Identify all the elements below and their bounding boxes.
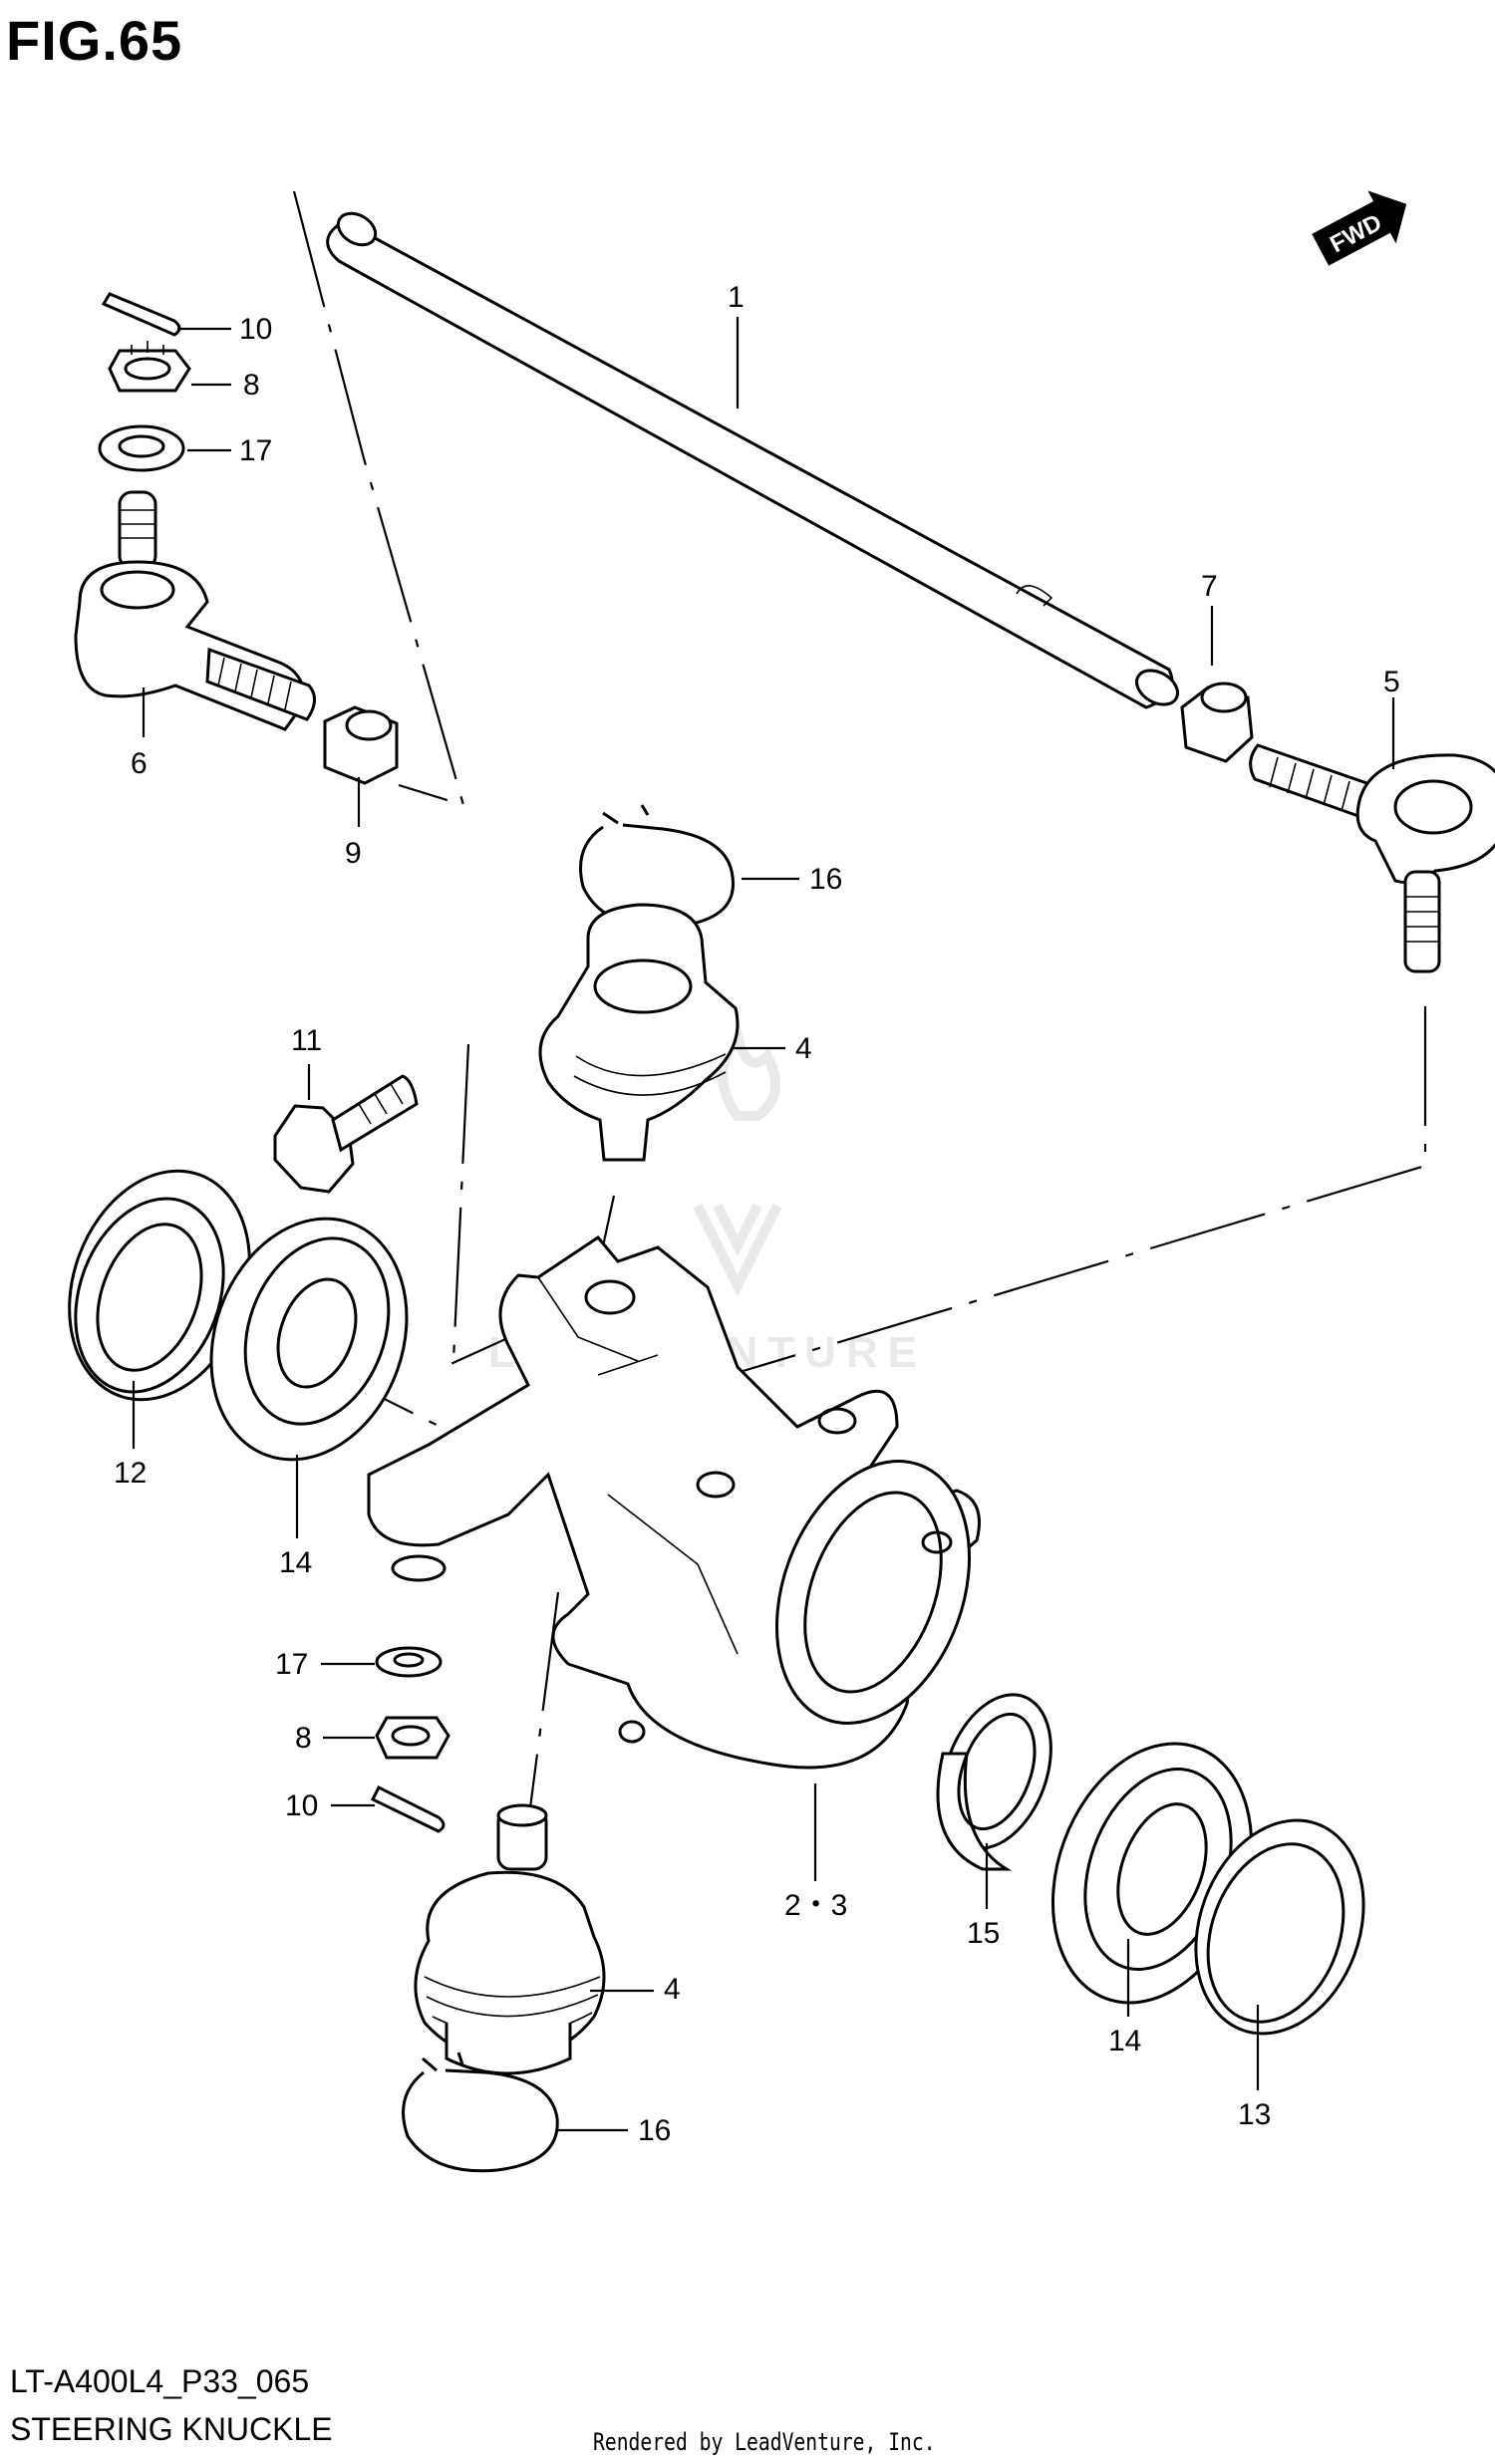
washer-lower [375, 1646, 443, 1678]
callout-13: 13 [1238, 2098, 1271, 2131]
callout-7: 7 [1201, 570, 1218, 603]
callout-16-upper: 16 [809, 863, 842, 896]
rendered-by-credit: Rendered by LeadVenture, Inc. [593, 2428, 936, 2456]
castle-nut-top [108, 341, 191, 393]
tie-rod [326, 211, 1179, 709]
steering-knuckle [367, 1235, 981, 1770]
bearing-left [209, 1217, 409, 1462]
callout-14-right: 14 [1108, 2025, 1141, 2057]
callout-9: 9 [345, 837, 362, 870]
callout-2-3: 2・3 [784, 1889, 847, 1922]
fwd-direction-badge: FWD [1312, 190, 1407, 266]
spacer-left [323, 705, 399, 785]
callout-11: 11 [291, 1024, 322, 1057]
callout-16-lower: 16 [638, 2114, 671, 2147]
callout-1: 1 [728, 281, 745, 314]
tie-rod-end-right [1249, 743, 1495, 973]
spacer-right [1180, 682, 1254, 763]
callout-8-upper: 8 [243, 369, 260, 402]
callout-17-upper: 17 [239, 434, 272, 467]
oil-seal-left [68, 1169, 251, 1402]
tie-rod-end-left [74, 490, 316, 731]
section-name: STEERING KNUCKLE [10, 2411, 333, 2447]
callout-5: 5 [1383, 666, 1400, 698]
callout-4-upper: 4 [795, 1032, 812, 1065]
oil-seal-right [1194, 1818, 1365, 2036]
figure-title: FIG.65 [6, 9, 183, 72]
callout-labels: 1 2・3 4 4 5 6 7 8 8 9 10 10 11 12 13 14 … [114, 281, 1400, 2147]
cotter-pin-lower [370, 1784, 446, 1833]
callout-10-lower: 10 [285, 1789, 318, 1822]
callout-14-left: 14 [279, 1546, 312, 1579]
bolt [273, 1074, 419, 1194]
leader-lines [132, 317, 1395, 2132]
washer-top [98, 424, 185, 472]
castle-nut-lower [375, 1716, 450, 1760]
callout-15: 15 [967, 1917, 1000, 1950]
callout-12: 12 [114, 1457, 147, 1490]
callout-4-lower: 4 [664, 1973, 681, 2006]
cotter-pin-top [101, 292, 181, 337]
spacer-collar [936, 1693, 1052, 1871]
callout-17-lower: 17 [275, 1648, 308, 1681]
callout-6: 6 [131, 747, 148, 780]
ball-joint-top [538, 903, 740, 1162]
callout-10-upper: 10 [239, 313, 272, 346]
ball-joint-lower [414, 1803, 606, 2075]
callout-8-lower: 8 [295, 1722, 312, 1755]
model-code: LT-A400L4_P33_065 [10, 2363, 310, 2399]
circlip-lower [402, 2052, 559, 2173]
